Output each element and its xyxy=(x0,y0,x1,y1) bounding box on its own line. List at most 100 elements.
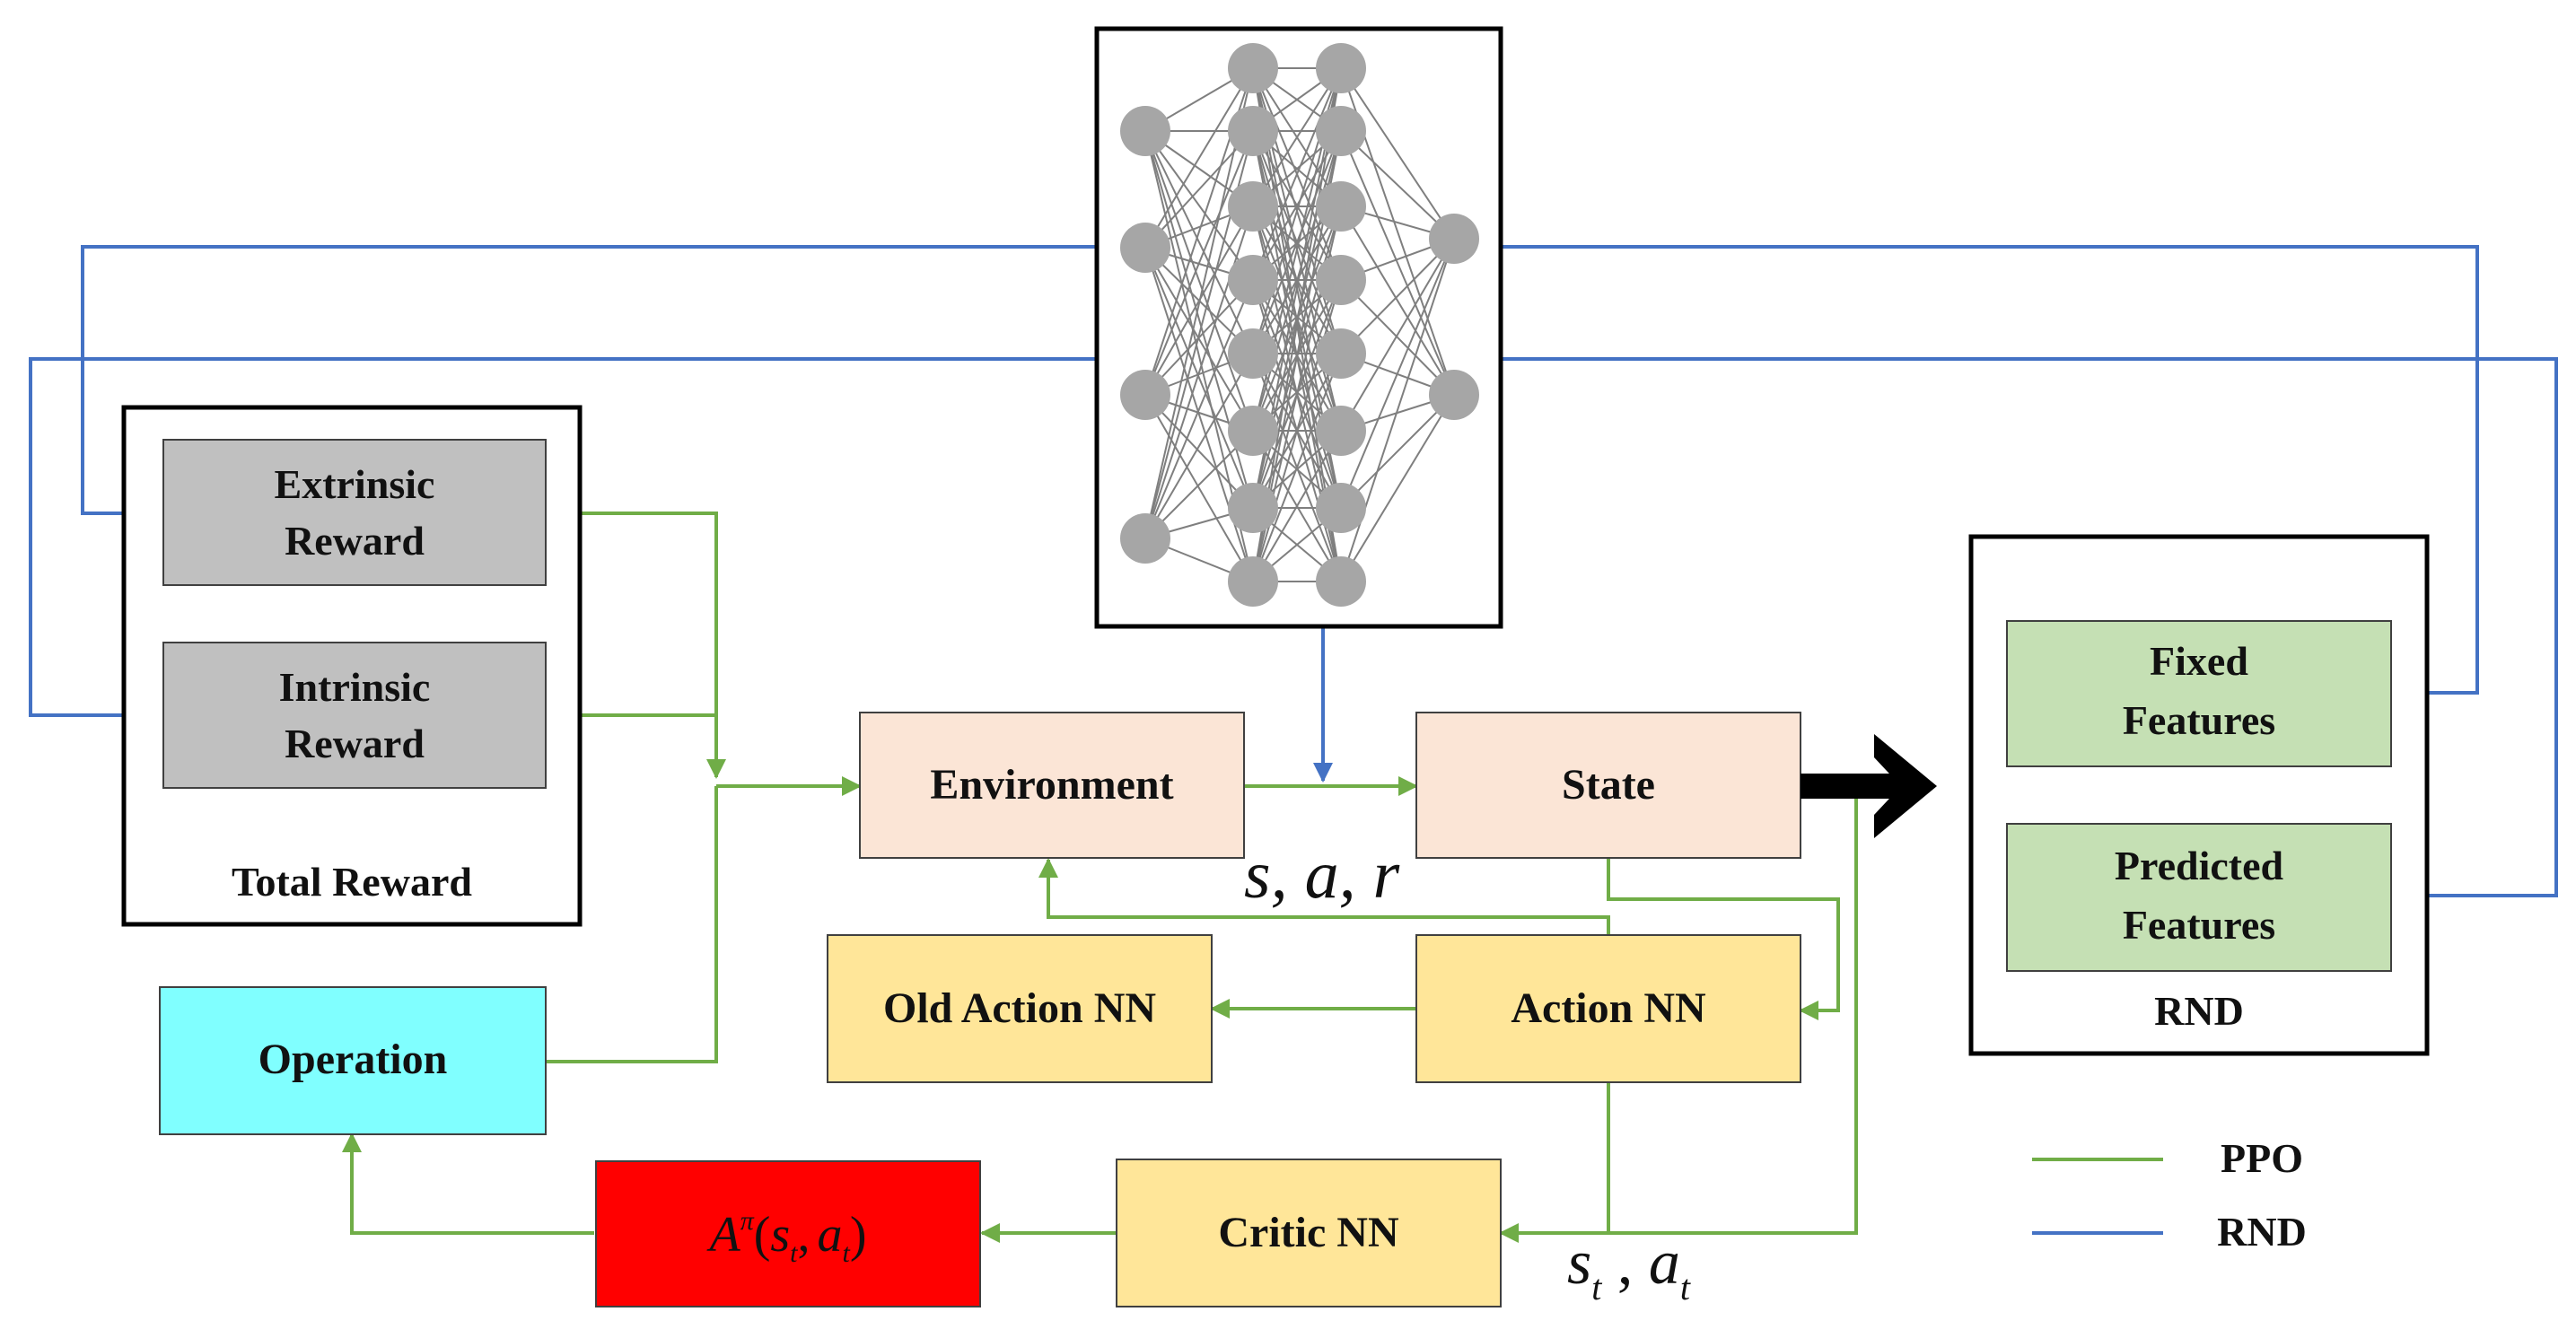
predicted-features-box[interactable]: Predicted Features xyxy=(2006,823,2392,972)
network-edge xyxy=(1144,394,1254,509)
network-edge xyxy=(1144,247,1254,509)
intrinsic-reward-line2: Reward xyxy=(285,721,425,766)
network-edge xyxy=(1144,394,1254,582)
rnd-line-to-intrinsic-reward xyxy=(29,357,1122,725)
network-edge xyxy=(1144,279,1254,539)
network-node xyxy=(1228,483,1278,533)
network-edge xyxy=(1144,130,1254,354)
network-node xyxy=(1120,106,1170,156)
extrinsic-reward-line2: Reward xyxy=(285,518,425,564)
st-at-label: st , at xyxy=(1567,1229,1691,1307)
network-edge xyxy=(1340,238,1455,509)
network-node xyxy=(1316,106,1366,156)
network-edge xyxy=(1340,238,1455,432)
operation-label: Operation xyxy=(258,1036,448,1083)
network-edge xyxy=(1340,279,1455,396)
old-action-nn-label: Old Action NN xyxy=(883,984,1156,1032)
advantage-box[interactable]: Aπ(st,at) xyxy=(595,1160,981,1307)
network-edge xyxy=(1144,130,1254,396)
ppo-line-state-to-action-nn xyxy=(1607,858,1840,1020)
network-edge xyxy=(1144,130,1254,432)
rnd-line-network-to-extrinsic-reward xyxy=(81,245,1122,523)
fixed-features-line2: Features xyxy=(2123,697,2275,743)
rnd-line-network-to-fixed-features xyxy=(1463,245,2479,695)
network-edge xyxy=(1252,430,1342,582)
network-node xyxy=(1429,214,1479,264)
network-node xyxy=(1316,483,1366,533)
extrinsic-reward-box[interactable]: Extrinsic Reward xyxy=(162,439,547,586)
ppo-line-operation-to-merge xyxy=(546,786,718,1063)
network-edge xyxy=(1144,247,1254,582)
network-node xyxy=(1120,223,1170,273)
network-node xyxy=(1228,181,1278,232)
network-edge xyxy=(1252,130,1342,432)
sar-label: s, a, r xyxy=(1244,837,1400,913)
ppo-line-state-to-critic-nn xyxy=(1608,786,1858,1235)
network-node xyxy=(1228,43,1278,93)
network-edge xyxy=(1340,67,1455,240)
network-node xyxy=(1316,328,1366,379)
network-node xyxy=(1228,406,1278,456)
network-node xyxy=(1228,328,1278,379)
network-node xyxy=(1316,43,1366,93)
action-nn-box[interactable]: Action NN xyxy=(1415,934,1801,1083)
neural-network-icon xyxy=(1094,26,1503,629)
network-edge xyxy=(1144,206,1254,539)
state-box[interactable]: State xyxy=(1415,712,1801,859)
bold-right-arrow-icon xyxy=(1801,734,1937,838)
network-node xyxy=(1120,513,1170,564)
network-edge xyxy=(1340,206,1455,396)
network-edge xyxy=(1252,130,1342,354)
legend: PPO RND xyxy=(2032,1135,2307,1255)
network-edge xyxy=(1252,279,1342,582)
network-node xyxy=(1228,255,1278,305)
action-nn-label: Action NN xyxy=(1511,984,1706,1032)
network-edge xyxy=(1340,394,1455,509)
rnd-group-label: RND xyxy=(2154,988,2244,1034)
network-edge xyxy=(1252,67,1342,281)
network-edge xyxy=(1340,130,1455,396)
network-edge xyxy=(1144,130,1254,281)
rnd-line-predicted-features-to-intrinsic-reward xyxy=(1122,357,2558,897)
fixed-features-box[interactable]: Fixed Features xyxy=(2006,620,2392,767)
network-edge xyxy=(1144,430,1254,539)
network-edge xyxy=(1144,353,1254,539)
network-node xyxy=(1316,556,1366,607)
network-node xyxy=(1120,370,1170,420)
connectors xyxy=(29,245,2558,1243)
ppo-line-action-nn-to-environment xyxy=(1038,858,1610,935)
predicted-features-line2: Features xyxy=(2123,902,2275,948)
network-node xyxy=(1228,106,1278,156)
network-edge xyxy=(1144,67,1254,249)
total-reward-label: Total Reward xyxy=(232,859,472,905)
legend-rnd-label: RND xyxy=(2217,1209,2307,1255)
network-edge xyxy=(1144,247,1254,432)
network-node xyxy=(1429,370,1479,420)
environment-box[interactable]: Environment xyxy=(859,712,1245,859)
advantage-formula: Aπ(st,at) xyxy=(705,1206,866,1268)
ppo-line-action-nn-to-critic-nn xyxy=(1499,1082,1610,1243)
network-edge xyxy=(1252,353,1342,582)
fixed-features-line1: Fixed xyxy=(2150,638,2248,684)
network-node xyxy=(1316,181,1366,232)
predicted-features-line1: Predicted xyxy=(2115,843,2284,888)
ppo-line-extrinsic-to-env xyxy=(546,512,726,779)
old-action-nn-box[interactable]: Old Action NN xyxy=(827,934,1213,1083)
state-label: State xyxy=(1562,761,1655,809)
critic-nn-box[interactable]: Critic NN xyxy=(1116,1159,1502,1307)
network-node xyxy=(1228,556,1278,607)
network-edge xyxy=(1340,130,1455,240)
network-node xyxy=(1316,406,1366,456)
extrinsic-reward-line1: Extrinsic xyxy=(275,461,435,507)
network-edge xyxy=(1252,67,1342,207)
environment-label: Environment xyxy=(930,761,1173,809)
network-node xyxy=(1316,255,1366,305)
operation-box[interactable]: Operation xyxy=(159,986,547,1135)
intrinsic-reward-line1: Intrinsic xyxy=(279,664,431,710)
rnd-group: RND xyxy=(1968,534,2430,1056)
network-edge xyxy=(1340,238,1455,354)
intrinsic-reward-box[interactable]: Intrinsic Reward xyxy=(162,642,547,789)
legend-ppo-label: PPO xyxy=(2221,1135,2303,1181)
critic-nn-label: Critic NN xyxy=(1218,1209,1399,1256)
